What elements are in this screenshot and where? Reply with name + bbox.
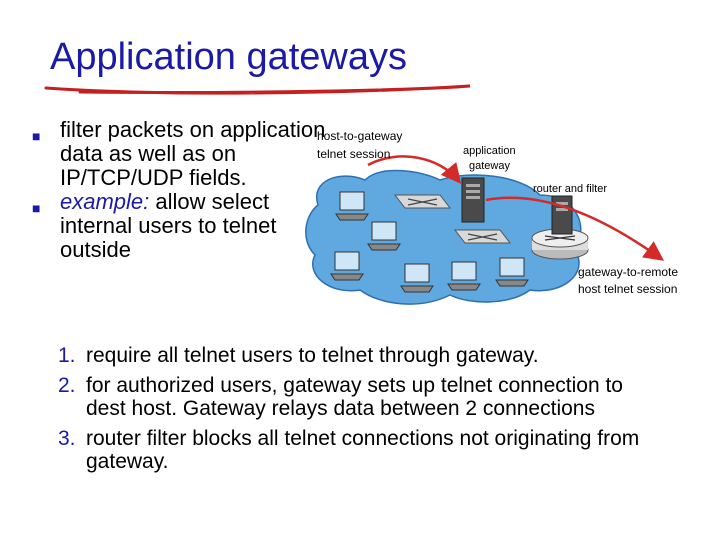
bullet-emphasis: example: (60, 189, 150, 214)
switch-icon (453, 229, 512, 244)
label-host-to-gateway: host-to-gateway (317, 129, 402, 143)
step-number: 1. (58, 344, 76, 367)
label-router-filter: router and filter (533, 183, 607, 195)
step-item: 1. require all telnet users to telnet th… (58, 344, 658, 367)
switch-icon (393, 194, 452, 209)
network-diagram: host-to-gateway telnet session applicati… (305, 129, 678, 305)
bullet-text: allow select internal users to telnet ou… (60, 189, 277, 262)
step-number: 3. (58, 427, 76, 450)
host-gateway-arrow (367, 155, 462, 184)
step-item: 2. for authorized users, gateway sets up… (58, 374, 658, 420)
bullet-icon: ■ (32, 200, 41, 216)
label-telnet-session: telnet session (317, 147, 390, 161)
host-computer-icon (367, 221, 401, 251)
title-underline (44, 84, 471, 95)
host-computer-icon (400, 263, 434, 293)
bullet-item: ■ example: allow select internal users t… (32, 190, 332, 262)
step-text: require all telnet users to telnet throu… (86, 344, 539, 367)
bullet-item: ■ filter packets on application data as … (32, 118, 332, 190)
step-text: router filter blocks all telnet connecti… (86, 427, 640, 473)
bullet-list: ■ filter packets on application data as … (32, 118, 332, 262)
steps-list: 1. require all telnet users to telnet th… (58, 344, 658, 480)
host-computer-icon (447, 261, 481, 291)
label-application: application (463, 145, 516, 157)
page-title: Application gateways (50, 36, 407, 78)
gateway-remote-arrow (485, 196, 665, 261)
gateway-server-icon (461, 177, 485, 223)
host-computer-icon (495, 257, 529, 287)
label-gateway: gateway (469, 160, 510, 172)
step-number: 2. (58, 374, 76, 397)
bullet-icon: ■ (32, 128, 41, 144)
step-text: for authorized users, gateway sets up te… (86, 374, 623, 420)
label-remote-telnet-session: host telnet session (578, 282, 677, 296)
label-gateway-to-remote: gateway-to-remote (578, 265, 678, 279)
bullet-text: filter packets on application data as we… (60, 117, 326, 190)
step-item: 3. router filter blocks all telnet conne… (58, 427, 658, 473)
host-computer-icon (335, 191, 369, 221)
host-computer-icon (330, 251, 364, 281)
